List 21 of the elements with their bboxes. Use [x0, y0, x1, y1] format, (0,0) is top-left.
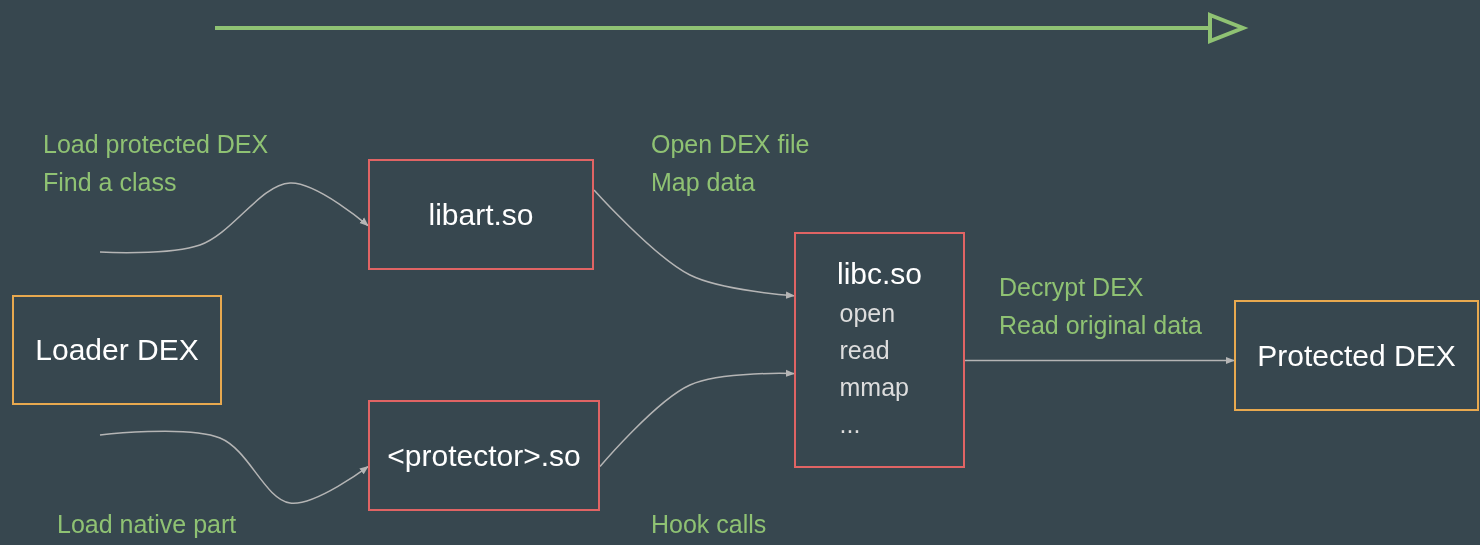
process-box	[794, 232, 965, 468]
node-title: Protected DEX	[1257, 338, 1456, 373]
node-title: libart.so	[428, 197, 534, 232]
process-box	[368, 159, 594, 270]
arrow	[599, 369, 795, 468]
edge-label: Load protected DEX Find a class	[43, 129, 270, 198]
process-box	[1234, 300, 1479, 411]
node-title: libc.so	[836, 257, 922, 291]
node-title: Loader DEX	[35, 333, 199, 367]
edge-label: Hook calls	[651, 509, 768, 540]
arrow	[99, 430, 369, 504]
function-list: open read mmap ...	[839, 295, 920, 443]
arrow	[593, 189, 795, 299]
edge-label: Decrypt DEX Read original data	[999, 272, 1203, 341]
edge-label: Open DEX file Map data	[651, 129, 811, 198]
process-box	[368, 400, 600, 511]
node-title: <protector>.so	[387, 438, 581, 473]
arrow	[99, 182, 369, 254]
edge-label: Load native part	[57, 509, 238, 540]
process-box	[12, 295, 222, 405]
arrow	[964, 356, 1235, 365]
